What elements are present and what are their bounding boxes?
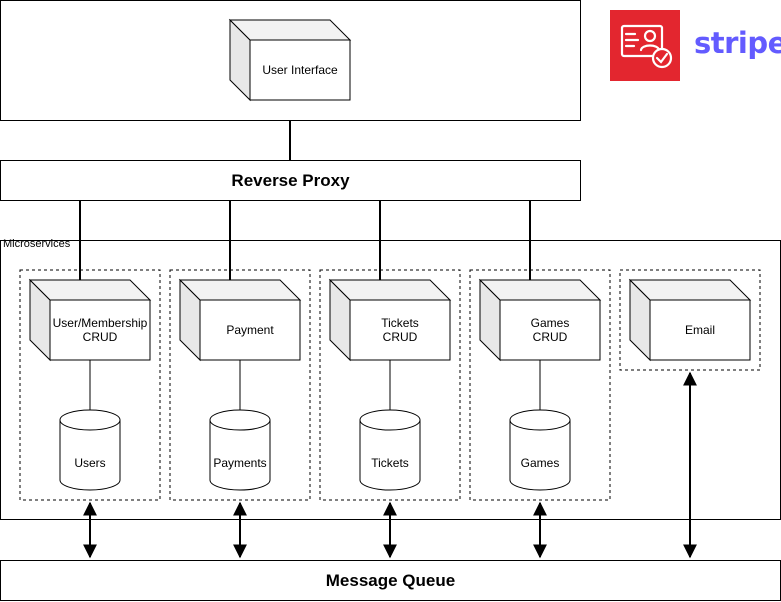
db-label-games: Games — [520, 456, 560, 470]
db-links — [89, 360, 541, 410]
db-label-payments: Payments — [213, 456, 267, 470]
service-label-tickets: Tickets CRUD — [381, 316, 419, 344]
microservices-label: Microservices — [3, 238, 71, 250]
service-label-email: Email — [684, 323, 715, 337]
ui-label: User Interface — [262, 63, 338, 77]
identity-glyph — [620, 24, 673, 69]
db-games — [509, 409, 571, 491]
service-cube-games — [478, 278, 602, 362]
queue-arrows — [83, 371, 697, 559]
service-cube-payment — [178, 278, 302, 362]
service-label-payment: Payment — [226, 323, 274, 337]
service-label-games: Games CRUD — [530, 316, 570, 344]
databases — [59, 409, 571, 491]
verified-identity-icon — [610, 10, 680, 81]
service-cube-tickets — [328, 278, 452, 362]
stripe-logo: stripe — [694, 26, 781, 60]
db-tickets — [359, 409, 421, 491]
db-label-tickets: Tickets — [371, 456, 409, 470]
db-users — [59, 409, 121, 491]
message-queue-label: Message Queue — [325, 570, 456, 590]
service-cubes — [28, 278, 752, 362]
db-label-users: Users — [74, 456, 106, 470]
db-payments — [209, 409, 271, 491]
service-groups — [19, 269, 761, 501]
service-cube-email — [628, 278, 752, 362]
connector-lines — [79, 121, 531, 280]
service-label-users: User/Membership CRUD — [52, 316, 148, 344]
reverse-proxy-box — [0, 160, 581, 201]
reverse-proxy-label: Reverse Proxy — [231, 170, 350, 190]
ui-cube — [228, 18, 352, 102]
service-cube-users — [28, 278, 152, 362]
ui-layer — [0, 0, 581, 121]
